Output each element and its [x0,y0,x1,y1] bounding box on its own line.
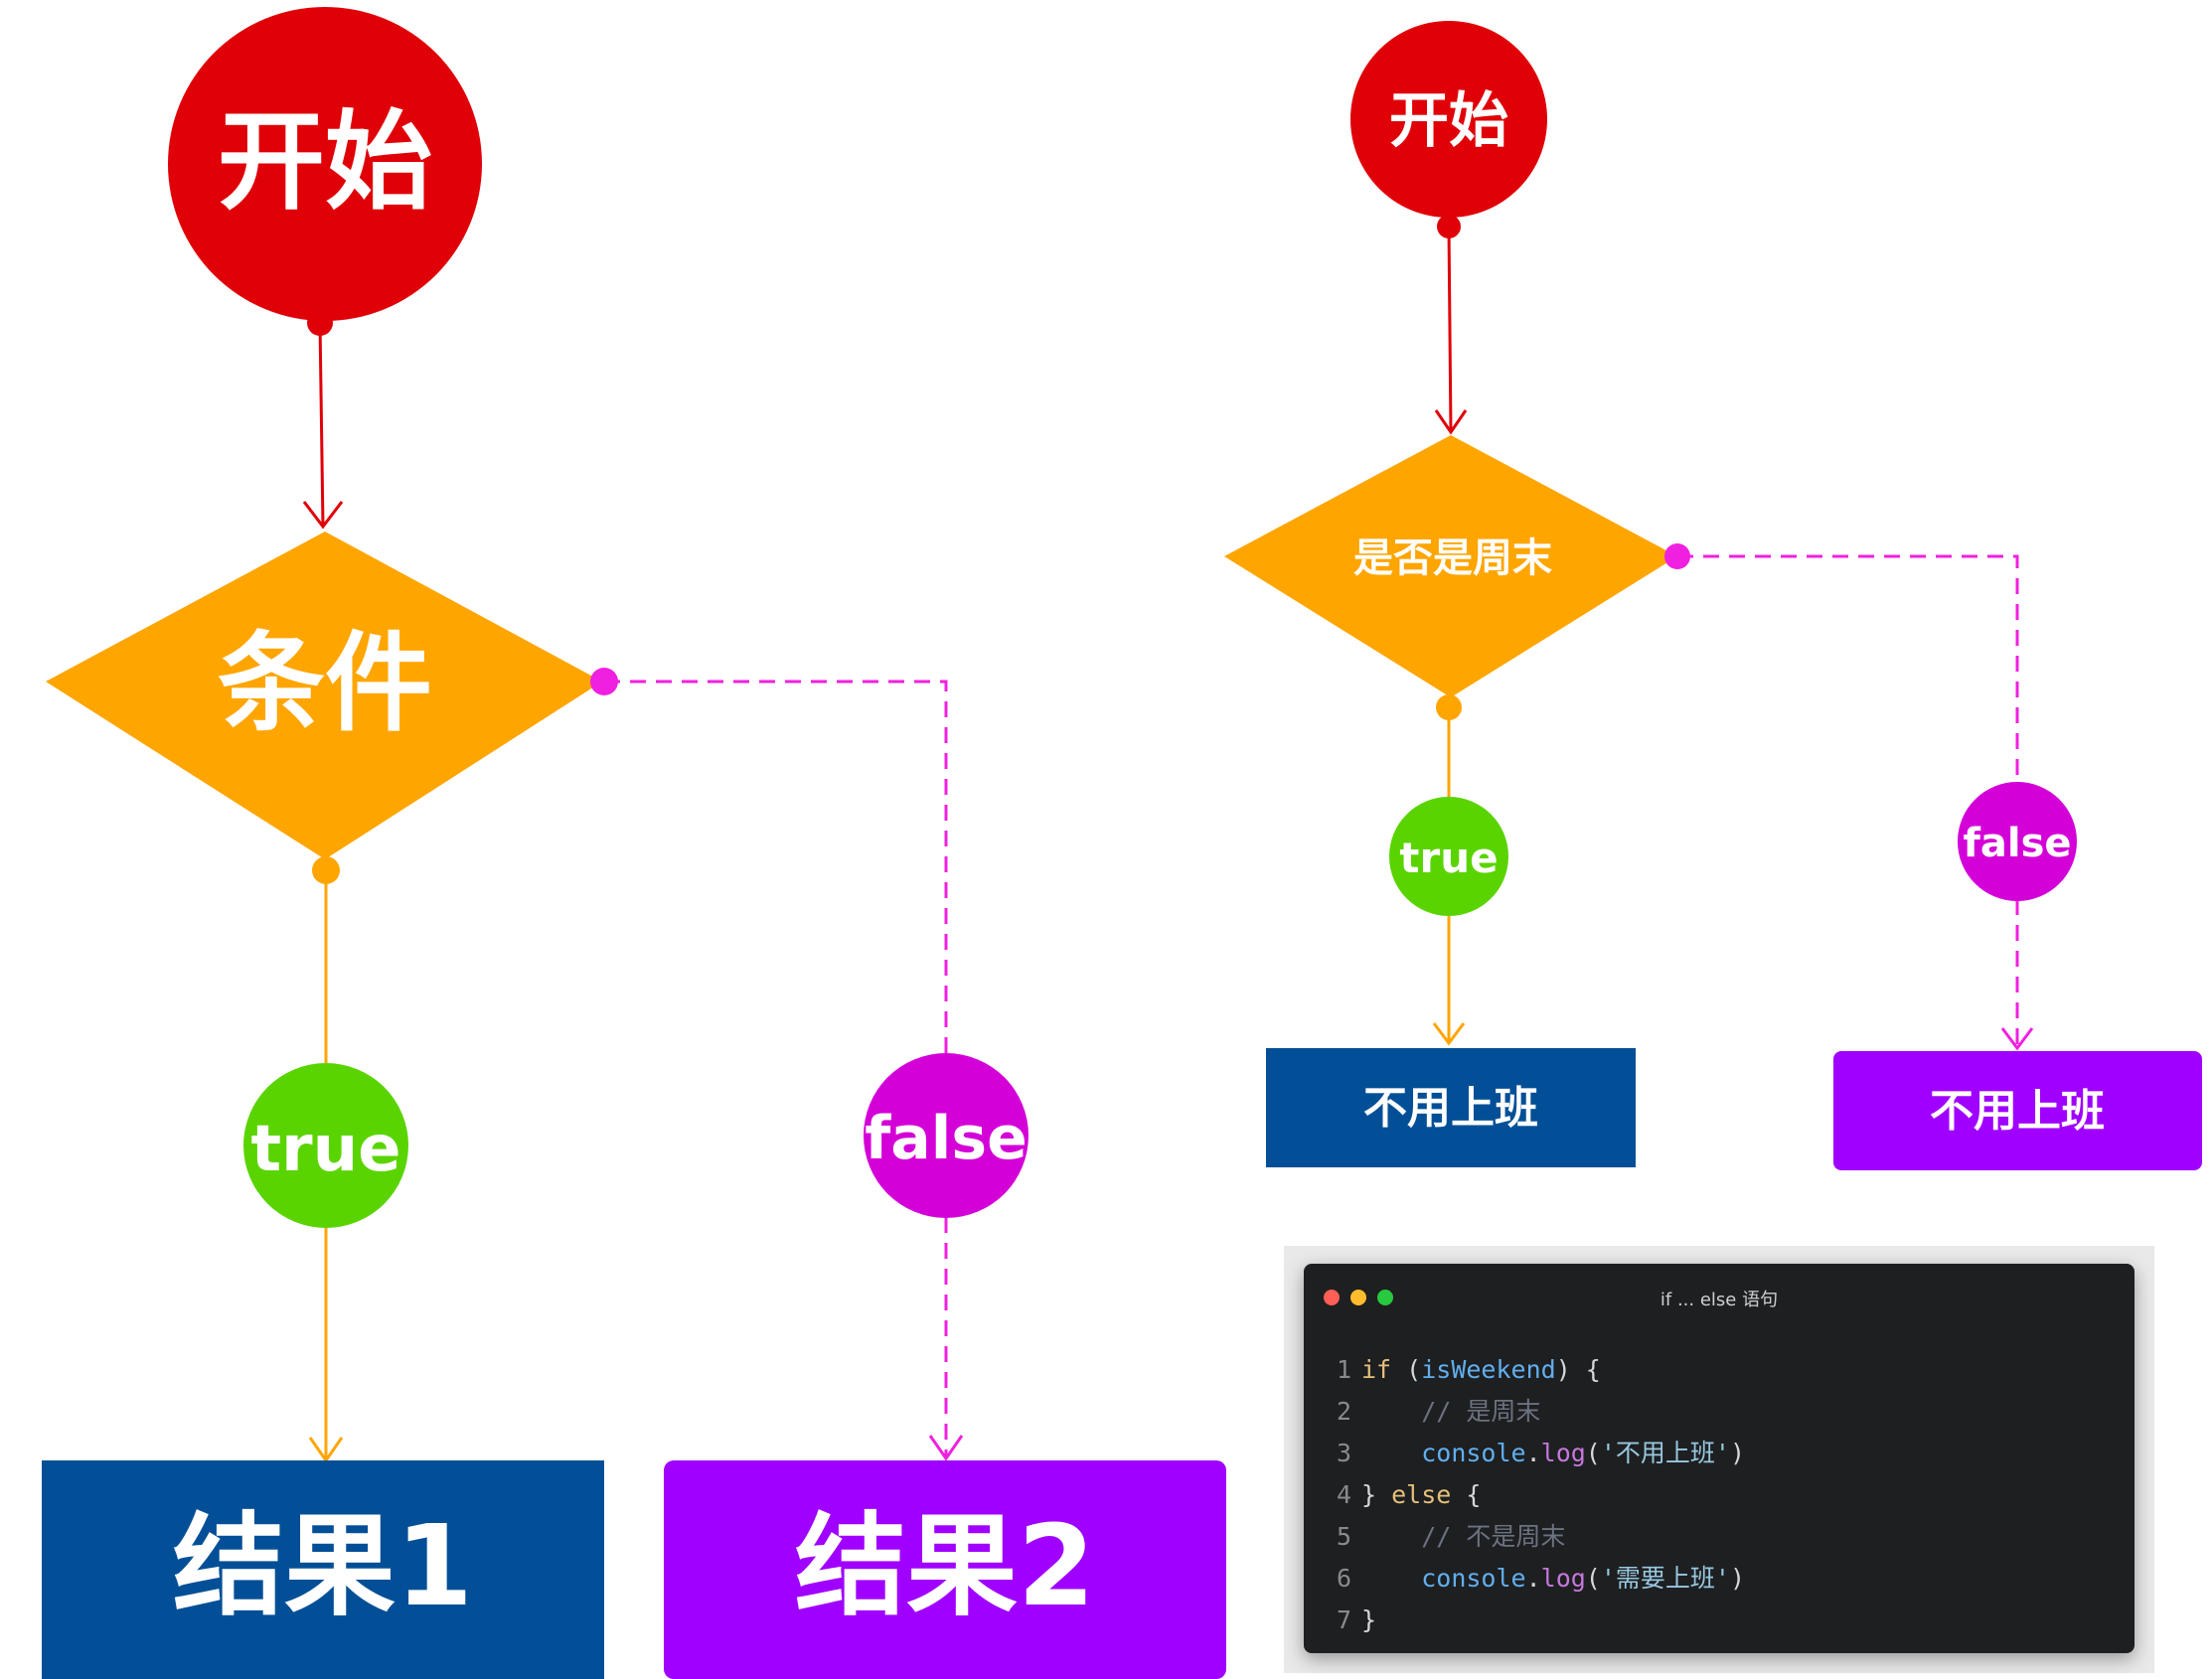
connector-dot [312,856,340,884]
window-controls [1324,1290,1399,1309]
code-token: // 是周末 [1361,1397,1541,1426]
true-node [1389,797,1508,916]
start-node [168,7,482,321]
code-token: isWeekend [1421,1355,1556,1384]
code-token: ( [1585,1439,1601,1467]
condition-label: 是否是周末 [1353,535,1552,581]
start-to-condition-line [1447,226,1453,433]
arrowhead [2000,1027,2034,1051]
code-line: 5 // 不是周末 [1328,1516,1745,1558]
false-label: false [1963,821,2071,866]
minimize-dot-icon [1350,1290,1367,1305]
true-label: true [1399,834,1498,882]
connector-dot [307,310,333,336]
arrowhead [1434,409,1468,435]
code-token [1361,1564,1421,1593]
code-token: ( [1391,1355,1422,1384]
code-line: 1 if (isWeekend) { [1328,1349,1745,1391]
line-number: 7 [1336,1605,1351,1634]
line-number: 3 [1336,1439,1351,1467]
code-line: 6 console.log('需要上班') [1328,1558,1745,1600]
code-token: } [1361,1605,1377,1634]
code-token: . [1525,1564,1541,1593]
arrowhead [302,501,344,530]
code-token: '需要上班' [1600,1564,1730,1593]
true-label: true [250,1113,400,1186]
result1-box [42,1460,604,1679]
result2-label: 结果2 [795,1502,1095,1631]
condition-to-false-line [604,680,948,1053]
code-token: // 不是周末 [1361,1522,1566,1551]
false-result-box [1833,1051,2202,1170]
start-label: 开始 [218,100,432,225]
code-token: . [1525,1439,1541,1467]
condition-diamond [46,532,602,859]
false-label: false [865,1104,1027,1173]
code-token: log [1540,1439,1586,1467]
code-token: ) [1729,1439,1746,1467]
code-line: 3 console.log('不用上班') [1328,1433,1745,1474]
code-token: ) { [1555,1355,1601,1384]
true-result-label: 不用上班 [1363,1083,1538,1134]
start-to-condition-line [318,322,325,528]
close-dot-icon [1324,1290,1340,1305]
code-line: 7} [1328,1600,1745,1641]
connector-dot [1664,543,1690,569]
line-number: 2 [1336,1397,1351,1426]
code-window-title: if ... else 语句 [1659,1290,1779,1310]
start-node [1350,21,1547,218]
line-number: 6 [1336,1564,1351,1593]
false-node [1958,782,2077,901]
result1-label: 结果1 [173,1502,473,1631]
code-token: { [1451,1480,1482,1509]
line-number: 1 [1336,1355,1351,1384]
code-line: 2 // 是周末 [1328,1391,1745,1433]
connector-dot [590,668,618,695]
code-token: } [1361,1480,1392,1509]
result2-box [664,1460,1226,1679]
code-token: console [1421,1439,1526,1467]
code-line: 4} else { [1328,1474,1745,1516]
arrowhead [928,1435,964,1461]
code-token: console [1421,1564,1526,1593]
true-node [243,1063,408,1228]
condition-label: 条件 [218,622,432,746]
condition-to-false-line [1677,554,2019,783]
condition-diamond [1224,435,1677,697]
connector-dot [1437,215,1461,238]
code-token: ( [1585,1564,1601,1593]
code-token: '不用上班' [1600,1439,1730,1467]
code-token: else [1391,1480,1452,1509]
false-node [864,1053,1028,1218]
connector-dot [1436,694,1462,720]
false-result-label: 不用上班 [1930,1086,2105,1137]
arrowhead [1432,1022,1466,1046]
line-number: 5 [1336,1522,1351,1551]
code-token: log [1540,1564,1586,1593]
maximize-dot-icon [1377,1290,1394,1305]
start-label: 开始 [1389,86,1508,156]
code-token: ) [1729,1564,1746,1593]
code-token: if [1361,1355,1392,1384]
true-result-box [1266,1048,1636,1167]
line-number: 4 [1336,1480,1351,1509]
code-token [1361,1439,1421,1467]
